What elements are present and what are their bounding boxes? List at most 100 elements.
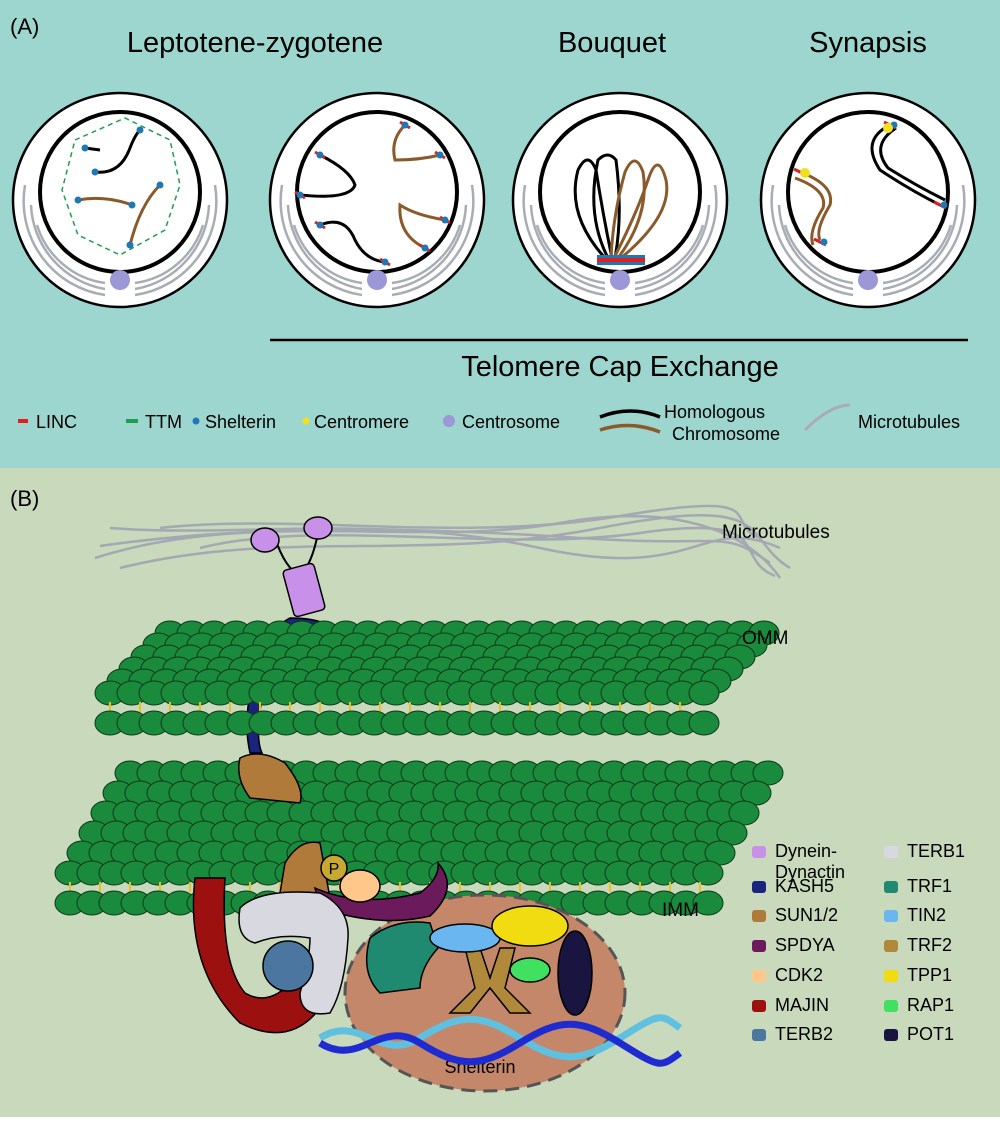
omm-label: OMM — [742, 628, 788, 649]
legend-majin: MAJIN — [775, 995, 829, 1015]
legend-centromere: Centromere — [314, 412, 409, 432]
imm-label: IMM — [662, 900, 699, 921]
centrosome-legend-icon — [443, 415, 455, 427]
shelterin-dot — [156, 181, 164, 189]
chromosome-black — [299, 153, 357, 198]
panel-a-svg: (A) Leptotene-zygotene Bouquet Synapsis … — [10, 14, 977, 444]
microtubule-arc — [292, 224, 363, 285]
lipid-head — [688, 710, 720, 736]
shelterin-dot — [296, 191, 304, 199]
legend-shelterin: Shelterin — [205, 412, 276, 432]
terb2-legend-icon — [752, 1029, 766, 1041]
lipid-head — [688, 680, 720, 706]
terb1 — [238, 891, 349, 1015]
microtubule-arc — [35, 224, 106, 285]
centrosome — [858, 270, 878, 290]
microtubule-arc — [391, 204, 468, 291]
microtubule-arc — [634, 224, 705, 285]
panel-b-legend: Dynein- Dynactin KASH5 SUN1/2 SPDYA CDK2… — [752, 841, 965, 1044]
panel-a: (A) Leptotene-zygotene Bouquet Synapsis … — [0, 0, 1000, 468]
shelterin-dot — [441, 216, 449, 224]
shelterin-dot — [136, 126, 144, 134]
legend-tpp1: TPP1 — [907, 965, 952, 985]
chromosome-black — [870, 123, 941, 207]
microtubule-arc — [882, 204, 959, 291]
stage-title-synapsis: Synapsis — [809, 27, 927, 59]
linc-cluster — [597, 258, 645, 262]
shelterin-legend-icon — [192, 417, 200, 425]
trf2-legend-icon — [884, 940, 898, 952]
shelterin-dot — [74, 196, 82, 204]
centrosome — [110, 270, 130, 290]
microtubule-arc — [522, 184, 606, 297]
dna-helix — [318, 1014, 683, 1067]
panel-b: (B) Microtubules OMM — [0, 468, 1000, 1117]
nuclear-envelope — [786, 110, 950, 274]
shelterin-dot — [820, 238, 828, 246]
cell-4 — [759, 91, 977, 309]
legend-chromosome: Chromosome — [672, 424, 780, 444]
centromere-legend-icon — [302, 417, 310, 425]
microtubule-arc — [770, 184, 854, 297]
shelterin-dot — [316, 151, 324, 159]
sun1-2-top — [238, 753, 302, 804]
homologous-brown-icon — [599, 423, 661, 434]
microtubule-arc — [634, 184, 718, 297]
microtubule-arc — [29, 204, 106, 291]
legend-trf2: TRF2 — [907, 935, 952, 955]
panel-b-svg: (B) Microtubules OMM — [10, 486, 965, 1093]
microtubule-arc — [634, 204, 711, 291]
kash5-legend-icon — [752, 881, 766, 893]
microtubule-arc — [783, 224, 854, 285]
nuclear-envelope — [38, 110, 202, 274]
phospho-circle — [320, 854, 348, 882]
shelterin-dot — [381, 258, 389, 266]
legend-linc: LINC — [36, 412, 77, 432]
shelterin-dot — [940, 201, 948, 209]
tin2 — [429, 923, 501, 953]
cell-3 — [511, 91, 729, 309]
lipid-head — [704, 840, 736, 866]
chromosome-black — [319, 220, 386, 264]
stage-title-bouquet: Bouquet — [558, 27, 666, 59]
shelterin-dot — [81, 144, 89, 152]
telomere-cap-exchange-label: Telomere Cap Exchange — [461, 351, 779, 383]
chromosome-brown — [128, 183, 162, 246]
microtubule-arc — [22, 184, 106, 297]
lipid-head — [692, 860, 724, 886]
legend-tin2: TIN2 — [907, 905, 946, 925]
cdk2 — [339, 869, 381, 903]
shelterin-dot — [128, 201, 136, 209]
rap1-legend-icon — [884, 1000, 898, 1012]
chromosome-brown — [794, 176, 826, 246]
trf1 — [365, 921, 439, 994]
legend-cdk2: CDK2 — [775, 965, 823, 985]
legend-rap1: RAP1 — [907, 995, 954, 1015]
chromosome-black — [592, 153, 621, 259]
chromosome-black — [94, 128, 142, 174]
nuclear-envelope — [295, 110, 459, 274]
imm-lipid-layer — [54, 760, 784, 916]
terb2 — [262, 940, 314, 992]
lipid-head — [692, 890, 724, 916]
lipid-head — [740, 780, 772, 806]
tpp1 — [491, 905, 569, 947]
microtubule-arc — [535, 224, 606, 285]
omm-lipid-layer — [94, 620, 780, 736]
shelterin-dot — [401, 121, 409, 129]
microtubule-arc — [882, 184, 966, 297]
panel-a-legend: LINC TTM Shelterin Centromere Centrosome… — [18, 402, 960, 444]
shelterin-dot — [91, 168, 99, 176]
legend-pot1: POT1 — [907, 1024, 954, 1044]
microtubule-arc — [391, 224, 462, 285]
rap1 — [509, 957, 551, 983]
legend-terb1: TERB1 — [907, 841, 965, 861]
chromosome-brown — [609, 159, 646, 259]
microtubule-arc — [134, 204, 211, 291]
microtubule-arc — [134, 184, 218, 297]
legend-dynein: Dynein- — [775, 841, 837, 861]
cell-1 — [11, 91, 229, 309]
lipid-head — [716, 820, 748, 846]
chromosome-black — [879, 126, 946, 202]
microtubule-arc — [529, 204, 606, 291]
